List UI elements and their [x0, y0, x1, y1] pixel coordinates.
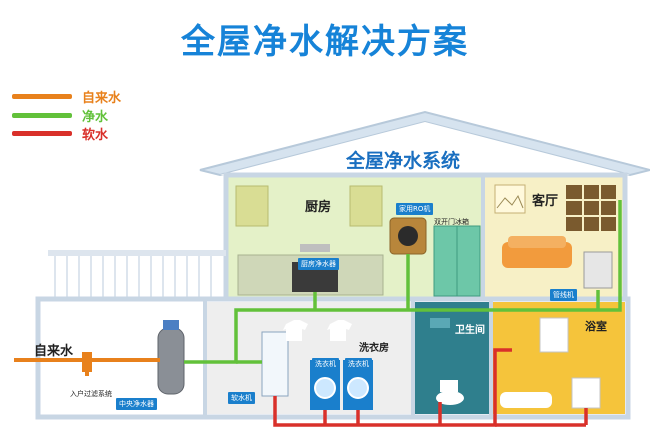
legend-swatch-tap-water: [12, 94, 72, 99]
sofa: [502, 242, 572, 268]
label-entry-filter: 入户过滤系统: [70, 390, 112, 398]
room-label-kitchen: 厨房: [305, 200, 332, 215]
bathroom-window: [430, 318, 450, 328]
legend-label-soft-water: 软水: [82, 128, 109, 143]
picture-frame: [494, 184, 526, 214]
central-purifier-tank: [157, 327, 185, 395]
toilet-bowl: [436, 391, 464, 405]
bathtub: [500, 392, 552, 408]
roof-label: 全屋净水系统: [346, 150, 461, 172]
label-tap-water: 自来水: [34, 344, 74, 359]
room-label-laundry: 洗衣房: [359, 343, 389, 354]
tag-kitchen-purifier: 厨房净水器: [298, 258, 339, 270]
shower-unit: [571, 377, 601, 409]
tag-washer-2: 洗衣机: [345, 358, 372, 370]
legend-label-purified-water: 净水: [82, 110, 109, 125]
balcony-railing: [54, 256, 212, 298]
legend-item-soft-water: 软水: [12, 124, 108, 143]
upper-cabinet-2: [349, 185, 383, 227]
toilet-tank: [440, 380, 458, 392]
legend-item-tap-water: 自来水: [12, 87, 121, 106]
legend-item-purified-water: 净水: [12, 106, 108, 125]
pipeline-machine: [583, 251, 613, 289]
upper-cabinet-1: [235, 185, 269, 227]
softener-machine: [261, 331, 289, 397]
room-label-shower-room: 浴室: [585, 320, 607, 333]
purified-water-pipe: [184, 200, 622, 364]
legend-swatch-soft-water: [12, 131, 72, 136]
soft-water-pipe: [273, 348, 588, 427]
legend-label-tap-water: 自来水: [82, 91, 122, 106]
tag-softener: 软水机: [228, 392, 255, 404]
roof-inner: [220, 122, 630, 175]
page-title: 全屋净水解决方案: [181, 22, 469, 62]
water-heater: [539, 317, 569, 353]
legend-swatch-purified-water: [12, 113, 72, 118]
tag-washer-1: 洗衣机: [312, 358, 339, 370]
tap-water-pipe: [14, 358, 160, 376]
label-fridge: 双开门冰箱: [434, 218, 469, 226]
tag-central-purifier: 中央净水器: [116, 398, 157, 410]
room-label-living: 客厅: [532, 194, 559, 209]
tag-home-ro: 家用RO机: [396, 203, 434, 215]
tag-pipeline-machine: 管线机: [550, 289, 577, 301]
window-grid: [566, 185, 616, 231]
shirt-2: [327, 320, 352, 341]
shirt-1: [283, 320, 308, 341]
sink: [300, 244, 330, 252]
room-label-bathroom: 卫生间: [455, 325, 485, 336]
